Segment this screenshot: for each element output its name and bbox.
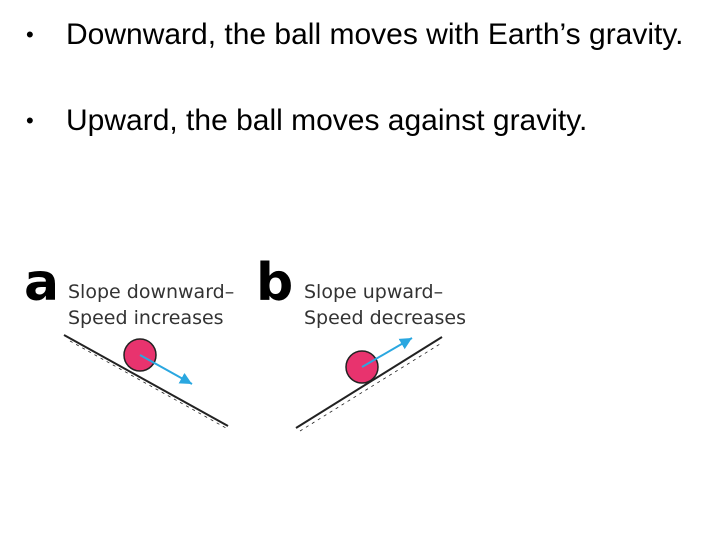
- panel-a-caption-line2: Speed increases: [68, 307, 224, 329]
- bullet-marker: •: [26, 108, 34, 133]
- slope-figure: a Slope downward– Speed increases b Slop…: [0, 240, 720, 440]
- panel-b-caption-line1: Slope upward–: [304, 281, 443, 303]
- panel-a-letter: a: [24, 253, 59, 313]
- slope-line-down: [63, 334, 229, 427]
- bullet-text: Upward, the ball moves against gravity.: [66, 104, 588, 137]
- slope-texture: [69, 340, 227, 429]
- panel-b: b Slope upward– Speed decreases: [256, 253, 466, 432]
- panel-b-letter: b: [256, 253, 293, 313]
- bullet-marker: •: [26, 22, 34, 47]
- slope-diagram: a Slope downward– Speed increases b Slop…: [24, 253, 466, 432]
- motion-arrow-b: [361, 337, 413, 368]
- bullet-text: Downward, the ball moves with Earth’s gr…: [66, 18, 684, 51]
- slope-line-up: [295, 336, 443, 429]
- motion-arrow-a: [139, 354, 193, 385]
- panel-a-caption-line1: Slope downward–: [68, 281, 234, 303]
- panel-b-caption-line2: Speed decreases: [304, 307, 466, 329]
- panel-a: a Slope downward– Speed increases: [24, 253, 234, 429]
